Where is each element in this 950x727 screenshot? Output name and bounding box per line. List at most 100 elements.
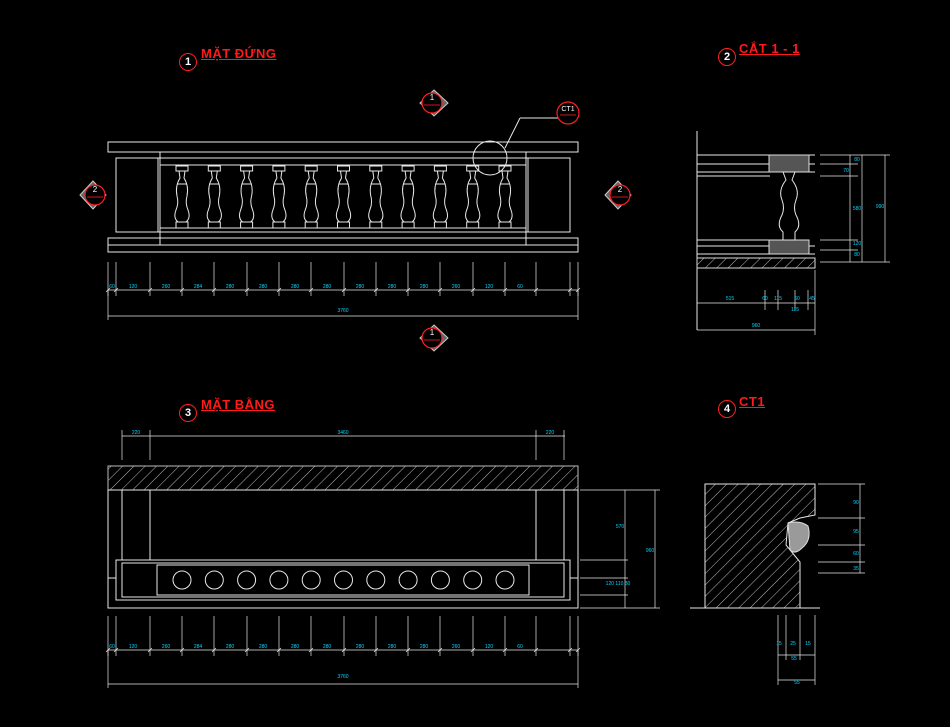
dim-label: 284 — [194, 284, 203, 290]
baluster-plan — [204, 570, 224, 590]
section-marker-1-bottom: 1 — [419, 324, 449, 352]
baluster-plan — [430, 570, 450, 590]
section-view — [696, 131, 816, 330]
svg-text:60: 60 — [794, 296, 800, 302]
detail-view — [690, 483, 820, 609]
svg-text:80: 80 — [854, 252, 860, 258]
dim-label: 280 — [259, 284, 268, 290]
baluster-plan — [495, 570, 515, 590]
dim-tick-mark — [373, 287, 379, 293]
plan-view — [107, 465, 579, 609]
view-title-plan: MẶT BẰNG — [201, 397, 276, 412]
elevation-view — [107, 117, 579, 253]
dim-label: 120 — [485, 284, 494, 290]
svg-text:45: 45 — [809, 296, 815, 302]
dim-label: 280 — [226, 284, 235, 290]
dim-tick-mark — [341, 287, 347, 293]
dim-tick-mark — [244, 287, 250, 293]
dim-tick-mark — [470, 287, 476, 293]
detail-marker-ct1: CT1 — [556, 101, 580, 125]
dim-tick-mark — [211, 287, 217, 293]
dim-tick-mark — [211, 647, 217, 653]
dim-tick-mark — [502, 647, 508, 653]
svg-text:35: 35 — [853, 566, 859, 572]
section-marker-1-top: 1 — [419, 89, 449, 117]
svg-text:3460: 3460 — [337, 430, 348, 436]
dim-label: 280 — [291, 284, 300, 290]
baluster-plan — [172, 570, 192, 590]
section-dimensions — [697, 154, 890, 335]
dim-tick-mark — [437, 647, 443, 653]
svg-text:990: 990 — [876, 204, 885, 210]
view-number-2: 2 — [718, 48, 736, 66]
marker-label: 2 — [618, 185, 623, 194]
dim-label: 280 — [291, 644, 300, 650]
dim-label: 120 — [129, 284, 138, 290]
dim-label: 280 — [226, 644, 235, 650]
svg-text:90: 90 — [853, 500, 859, 506]
dim-tick-mark — [405, 287, 411, 293]
baluster — [238, 165, 255, 229]
dim-label: 260 — [162, 644, 171, 650]
dim-tick-mark — [533, 647, 539, 653]
dim-tick-mark — [276, 287, 282, 293]
detail-dims — [777, 483, 865, 685]
dim-tick-mark — [567, 647, 573, 653]
elev-total-dim: 3760 — [337, 308, 348, 314]
dim-label: 60 — [517, 644, 523, 650]
baluster — [303, 165, 319, 229]
view-title-elevation: MẶT ĐỨNG — [201, 46, 277, 61]
dim-tick-mark — [373, 647, 379, 653]
section-marker-2-right: 2 — [604, 180, 632, 210]
balusters-elevation — [174, 165, 513, 229]
baluster-plan — [334, 570, 353, 590]
dim-label: 260 — [452, 644, 461, 650]
dim-tick-mark — [470, 647, 476, 653]
svg-text:60: 60 — [853, 551, 859, 557]
dim-label: 60 — [109, 644, 115, 650]
svg-text:115: 115 — [791, 307, 799, 313]
svg-text:515: 515 — [726, 296, 735, 302]
dim-label: 280 — [323, 644, 332, 650]
view-title-section: CẮT 1 - 1 — [739, 41, 800, 56]
view-number-3: 3 — [179, 404, 197, 422]
marker-label: 2 — [93, 185, 98, 194]
dim-tick-mark — [244, 647, 250, 653]
dim-label: 280 — [420, 644, 429, 650]
plan-top-dim-labels: 220 3460 220 — [132, 430, 555, 436]
dim-label: 60 — [517, 284, 523, 290]
plan-right-dims — [580, 489, 660, 609]
dim-label: 280 — [388, 284, 397, 290]
dim-label: 120 — [485, 644, 494, 650]
dim-tick-mark — [533, 287, 539, 293]
dim-label: 280 — [356, 284, 365, 290]
svg-text:220: 220 — [132, 430, 141, 436]
view-number-4: 4 — [718, 400, 736, 418]
dim-label: 280 — [420, 284, 429, 290]
svg-text:120 110 80: 120 110 80 — [606, 581, 631, 587]
baluster-plan-circles — [172, 570, 515, 590]
view-title-detail: CT1 — [739, 394, 766, 409]
dim-tick-mark — [113, 647, 119, 653]
svg-text:55: 55 — [791, 656, 797, 662]
svg-text:220: 220 — [546, 430, 555, 436]
dim-tick-mark — [179, 287, 185, 293]
section-marker-2-left: 2 — [79, 180, 107, 210]
dim-label: 280 — [356, 644, 365, 650]
baluster — [206, 165, 222, 229]
dim-label: 120 — [129, 644, 138, 650]
baluster-plan — [366, 570, 386, 590]
baluster — [400, 165, 416, 229]
svg-text:95: 95 — [853, 529, 859, 535]
baluster — [497, 165, 513, 229]
plan-right-dim-labels: 570 120 110 80 960 — [606, 524, 655, 587]
dim-tick-mark — [113, 287, 119, 293]
svg-text:580: 580 — [853, 206, 862, 212]
dim-tick-mark — [405, 647, 411, 653]
plan-total-dim: 3760 — [337, 674, 348, 680]
dim-tick-mark — [276, 647, 282, 653]
svg-text:25: 25 — [790, 641, 796, 647]
